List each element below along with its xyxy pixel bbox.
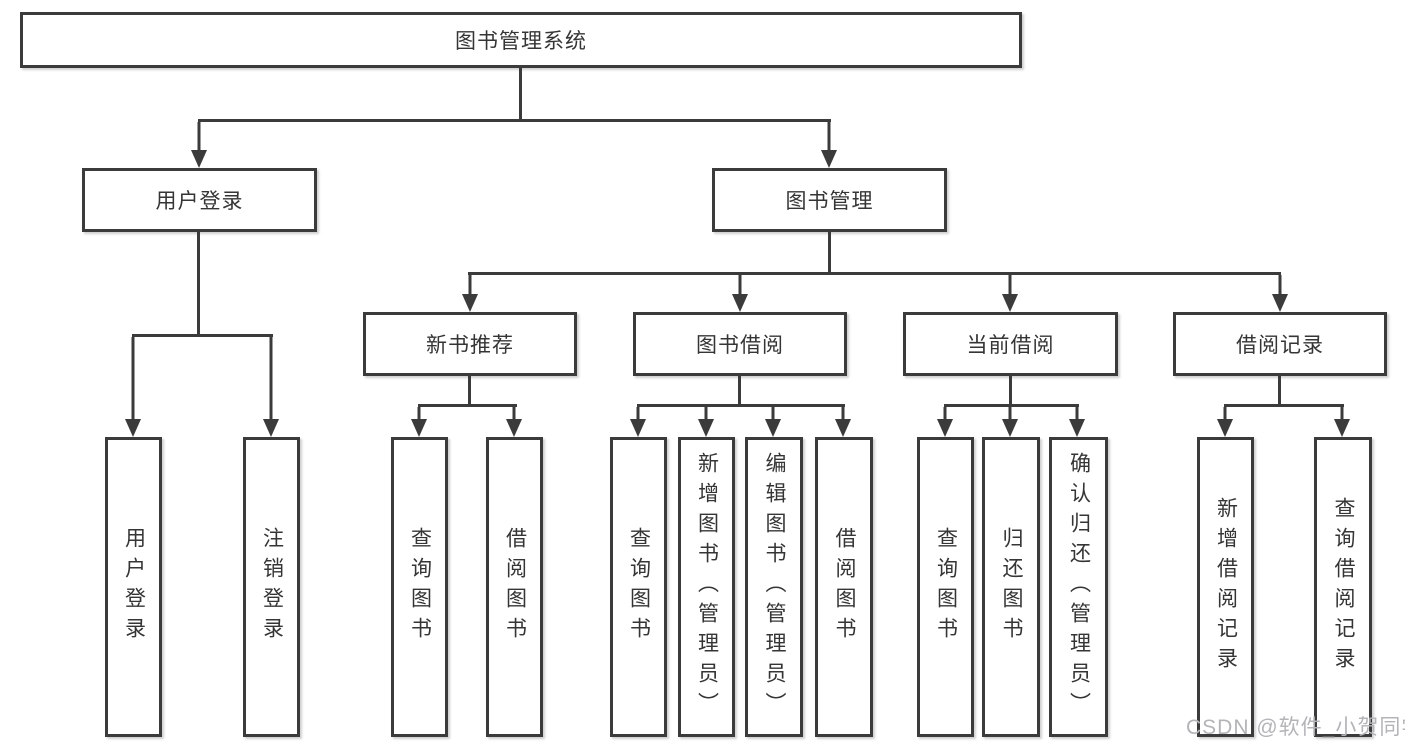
arrow-to-user-login — [191, 122, 207, 168]
leaf-query-borrow-record: 查询借阅记录 — [1314, 437, 1372, 737]
connector-book-borrow-stub — [738, 376, 741, 407]
connector-root-stub — [519, 68, 522, 122]
leaf-borrow-books: 借阅图书 — [815, 437, 873, 737]
node-borrow-records: 借阅记录 — [1173, 312, 1387, 376]
node-library-system: 图书管理系统 — [20, 12, 1022, 68]
arrow-book-borrow-leaf-2 — [698, 407, 714, 437]
leaf-return-books: 归还图书 — [982, 437, 1040, 737]
connector-new-books-rail — [418, 404, 517, 407]
arrow-book-borrow-leaf-3 — [765, 407, 781, 437]
arrow-to-current-borrow — [1002, 275, 1018, 312]
arrow-to-book-borrow — [732, 275, 748, 312]
connector-book-mgmt-rail — [468, 272, 1281, 275]
arrow-new-books-leaf-1 — [411, 407, 427, 437]
arrow-to-login-leaf — [125, 337, 141, 437]
arrow-current-borrow-leaf-2 — [1002, 407, 1018, 437]
node-current-borrow: 当前借阅 — [903, 312, 1118, 376]
leaf-current-query-books: 查询图书 — [917, 437, 974, 737]
connector-user-login-stub — [197, 232, 200, 336]
leaf-newbooks-query-books: 查询图书 — [391, 437, 448, 737]
arrow-new-books-leaf-2 — [506, 407, 522, 437]
arrow-borrow-records-leaf-1 — [1217, 407, 1233, 437]
leaf-newbooks-borrow-books: 借阅图书 — [486, 437, 543, 737]
arrow-to-borrow-records — [1272, 275, 1288, 312]
leaf-add-books-admin: 新增图书（管理员） — [678, 437, 735, 737]
csdn-watermark: CSDN @软件_小贺同学 — [1186, 716, 1405, 739]
connector-current-borrow-stub — [1009, 376, 1012, 407]
node-new-book-recommend: 新书推荐 — [363, 312, 577, 376]
leaf-user-login: 用户登录 — [105, 437, 162, 737]
leaf-confirm-return-admin: 确认归还（管理员） — [1049, 437, 1108, 737]
arrow-to-logout-leaf — [263, 337, 279, 437]
arrow-borrow-records-leaf-2 — [1334, 407, 1350, 437]
arrow-to-book-management — [821, 122, 837, 168]
connector-user-login-rail — [132, 334, 273, 337]
leaf-edit-books-admin: 编辑图书（管理员） — [745, 437, 803, 737]
connector-new-books-stub — [468, 376, 471, 407]
connector-borrow-records-stub — [1278, 376, 1281, 407]
arrow-to-new-books — [462, 275, 478, 312]
connector-borrow-records-rail — [1224, 404, 1344, 407]
node-book-borrow: 图书借阅 — [633, 312, 847, 376]
leaf-logout: 注销登录 — [243, 437, 300, 737]
node-book-management: 图书管理 — [712, 168, 947, 232]
connector-book-mgmt-stub — [828, 232, 831, 275]
arrow-book-borrow-leaf-4 — [835, 407, 851, 437]
arrow-current-borrow-leaf-1 — [937, 407, 953, 437]
arrow-current-borrow-leaf-3 — [1069, 407, 1085, 437]
arrow-book-borrow-leaf-1 — [630, 407, 646, 437]
connector-current-borrow-rail — [944, 404, 1079, 407]
leaf-borrow-query-books: 查询图书 — [610, 437, 667, 737]
connector-root-rail — [198, 119, 831, 122]
node-user-login: 用户登录 — [82, 168, 317, 232]
connector-book-borrow-rail — [637, 404, 845, 407]
leaf-add-borrow-record: 新增借阅记录 — [1197, 437, 1254, 737]
